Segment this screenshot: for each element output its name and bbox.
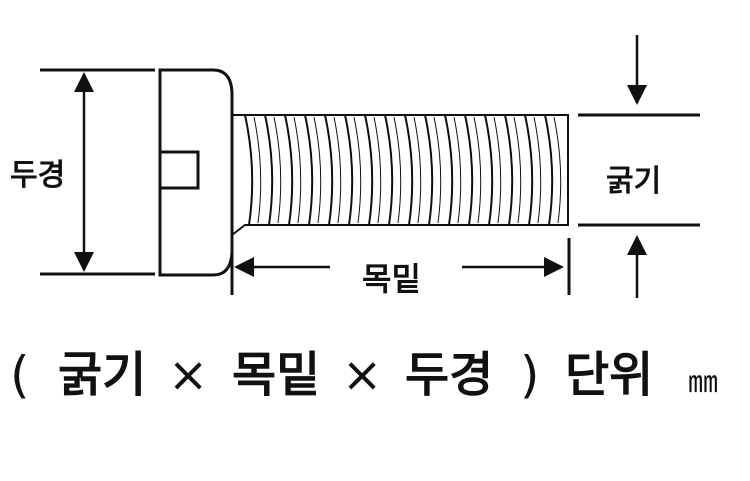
thread-root [273,116,282,224]
thickness-dimension [578,35,700,298]
thread-line [304,114,314,226]
thread-line [344,114,354,226]
thread-line [444,114,454,226]
diameter-dimension [40,68,155,276]
thread-root [293,116,302,224]
thread-root [473,116,482,224]
thread-root [513,116,522,224]
thread-line [464,114,474,226]
thread-line [524,114,534,226]
thread-line [484,114,494,226]
thread-root [253,116,262,224]
thread-line [364,114,374,226]
screw-slot [158,150,200,190]
screw-shank [231,114,569,236]
thread-root [393,116,402,224]
thread-root [373,116,382,224]
formula-times-2: × [342,347,383,403]
screw-icon [158,68,569,277]
formula-unit-label: 단위 [565,347,654,403]
formula-times-1: × [168,347,209,403]
size-formula: ( 굵기 × 목밑 × 두경 ) 단위 ㎜ [0,340,750,410]
formula-close-paren: ) [520,346,540,404]
thread-line [284,114,294,226]
formula-diameter: 두경 [405,347,494,403]
thread-root [433,116,442,224]
length-label: 목밑 [362,260,421,298]
thread-line [264,114,274,226]
thread-root [333,116,342,224]
thread-root [533,116,542,224]
formula-unit: ㎜ [688,365,718,400]
thickness-label: 굵기 [606,164,662,199]
thread-line [404,114,414,226]
thread-line [504,114,514,226]
formula-length: 목밑 [232,347,321,403]
thread-line [424,114,434,226]
thread-line [544,114,554,226]
thread-line [384,114,394,226]
thread-root [453,116,462,224]
diameter-label: 두경 [10,158,66,193]
screw-threads [244,114,562,226]
thread-root [353,116,362,224]
thread-root [313,116,322,224]
length-dimension [230,238,571,295]
thread-root [493,116,502,224]
thread-line [324,114,334,226]
thread-root [553,116,562,224]
thread-line [244,114,254,226]
thread-root [413,116,422,224]
formula-thickness: 굵기 [58,347,147,403]
formula-open-paren: ( [10,346,30,404]
